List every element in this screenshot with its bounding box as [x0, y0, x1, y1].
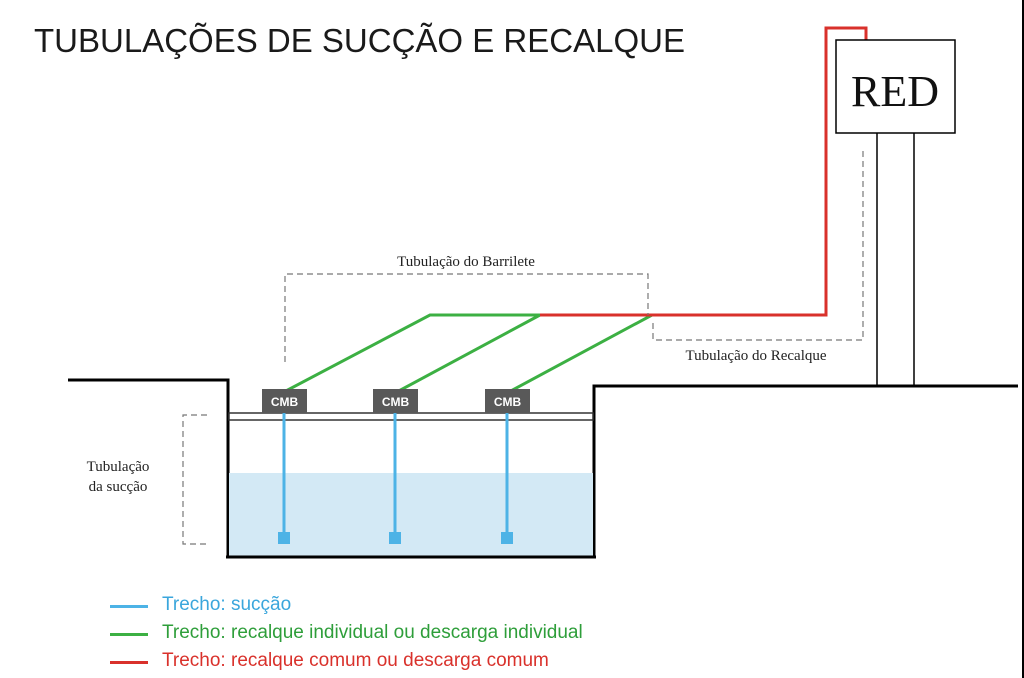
pump-label: CMB [271, 395, 299, 409]
discharge-pipe-2 [394, 313, 541, 395]
discharge-pipe-3 [506, 313, 653, 395]
succao-label-line2: da sucção [89, 479, 148, 495]
blue-line-icon [110, 605, 148, 608]
green-line-icon [110, 633, 148, 636]
succao-label-line1: Tubulação [87, 459, 150, 475]
ground-right [592, 384, 1018, 557]
discharge-pipe-1 [281, 313, 540, 395]
pump-label: CMB [494, 395, 522, 409]
red-line-icon [110, 661, 148, 664]
red-tank-label: RED [851, 67, 939, 116]
pump-2: CMB [373, 389, 418, 413]
foot-valve-3 [501, 532, 513, 544]
common-discharge-pipe [540, 26, 868, 317]
foot-valve-2 [389, 532, 401, 544]
barrilete-bracket [284, 273, 649, 362]
pump-1: CMB [262, 389, 307, 413]
succao-bracket [182, 414, 207, 545]
diagram-title: TUBULAÇÕES DE SUCÇÃO E RECALQUE [34, 22, 685, 59]
ground-left [68, 378, 230, 557]
foot-valve-1 [278, 532, 290, 544]
barrilete-label: Tubulação do Barrilete [397, 254, 535, 270]
recalque-bracket [652, 150, 864, 341]
pump-3: CMB [485, 389, 530, 413]
legend-label-comum: Trecho: recalque comum ou descarga comum [162, 650, 549, 671]
pump-label: CMB [382, 395, 410, 409]
legend-label-succao: Trecho: sucção [162, 594, 292, 615]
legend-label-individual: Trecho: recalque individual ou descarga … [162, 622, 583, 643]
red-tank [835, 39, 956, 134]
recalque-label: Tubulação do Recalque [685, 348, 826, 364]
